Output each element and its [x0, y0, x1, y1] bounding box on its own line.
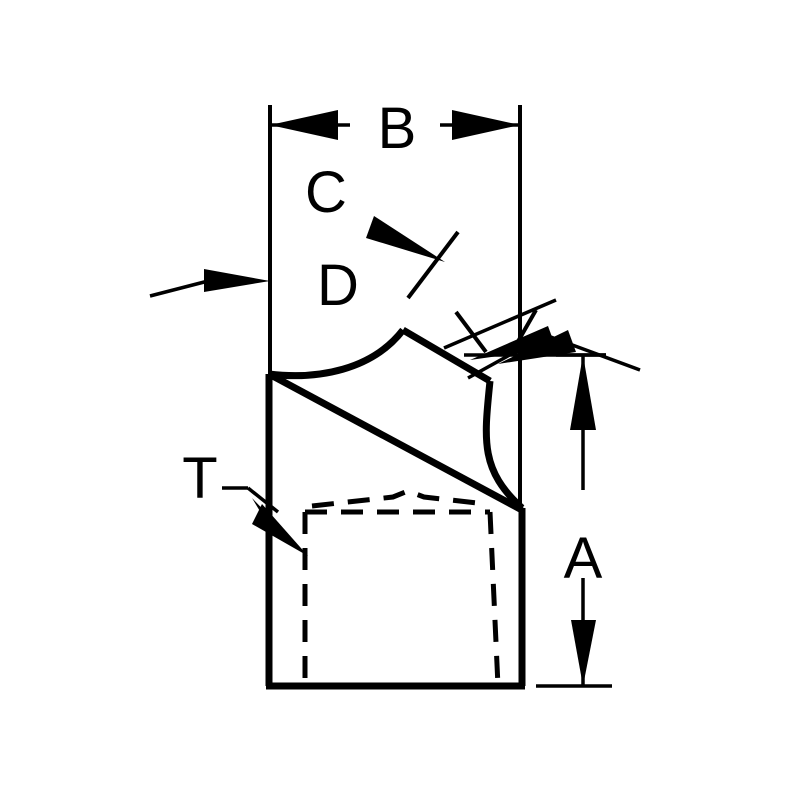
angle-witness-tick-left	[454, 310, 488, 354]
leader-d-arrowhead	[204, 269, 270, 292]
leader-t-arrowhead-fill	[252, 504, 308, 556]
hidden-edge-top-crown	[311, 488, 487, 509]
leader-c-witness-tick	[406, 230, 460, 300]
dimension-b-arrow-right	[452, 110, 520, 140]
dimension-label-c: C	[305, 160, 347, 225]
dimension-label-t: T	[182, 446, 217, 511]
angle-witness-tick-right	[510, 309, 538, 353]
dimension-label-a: A	[564, 526, 603, 591]
dimension-a-arrow-up	[570, 355, 596, 430]
dimension-a-arrow-down	[571, 620, 596, 686]
angle-leader-diagonal-upper	[443, 298, 557, 350]
dimension-b-arrow-left	[270, 110, 338, 140]
corner-angle-dimension-cluster	[443, 298, 641, 380]
angle-arrow-pointing-down-left	[498, 330, 576, 364]
leader-t: T	[182, 446, 308, 556]
body-top-left-concave-curve	[268, 327, 406, 380]
angle-arrow-pointing-left	[470, 326, 556, 360]
leader-c-arrowhead	[366, 216, 445, 262]
angle-leader-diagonal-lower	[467, 334, 545, 380]
leader-c: C	[305, 160, 460, 300]
leader-t-line	[246, 486, 280, 514]
hidden-inner-seat-outline	[302, 488, 501, 687]
hidden-edge-right	[487, 511, 501, 687]
dimension-label-d: D	[317, 253, 359, 318]
leader-d: D	[149, 253, 359, 318]
dimension-a: A	[536, 353, 612, 688]
dimension-label-b: B	[378, 96, 417, 161]
body-diagonal-face	[267, 370, 524, 514]
body-apex-chamfer	[401, 326, 492, 385]
leader-d-line	[149, 278, 213, 298]
body-right-concave-curve	[482, 380, 525, 511]
dimension-b: B	[270, 96, 520, 161]
